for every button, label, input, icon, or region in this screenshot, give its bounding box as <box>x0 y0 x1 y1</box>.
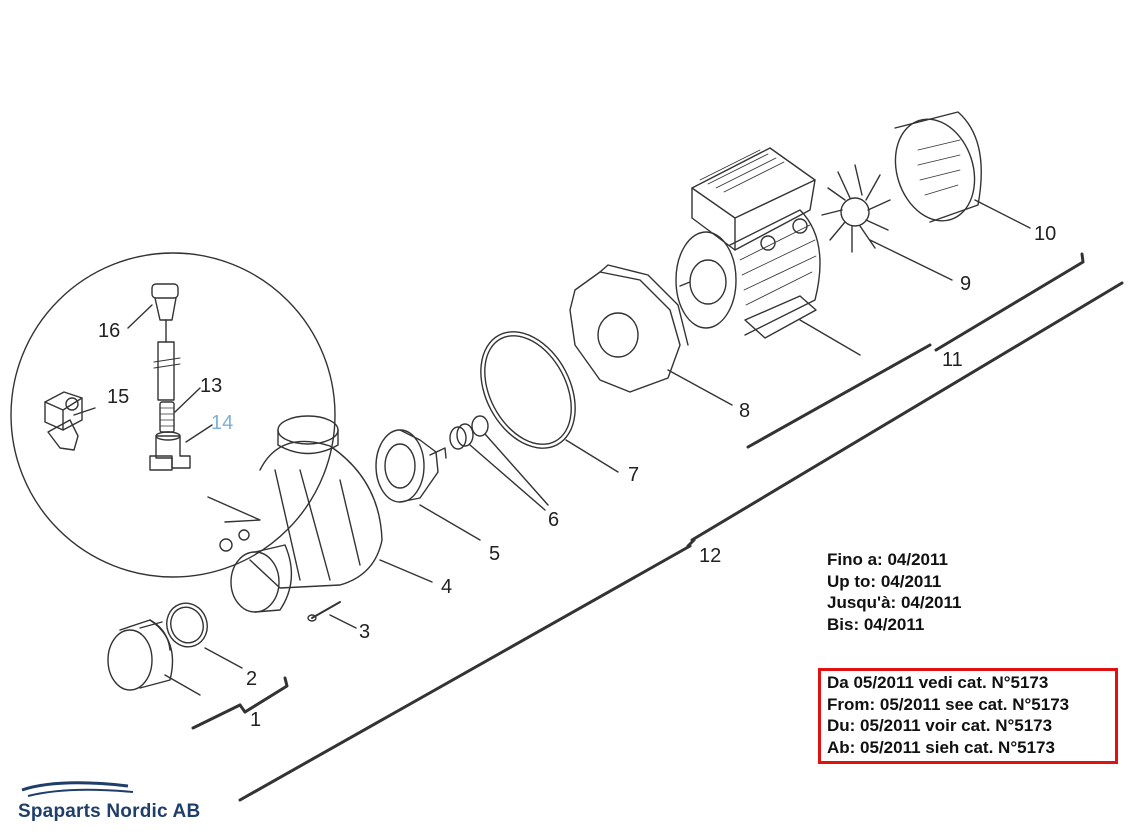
label-part-7: 7 <box>628 464 640 486</box>
part-11-motor <box>675 147 861 356</box>
bracket-12 <box>238 281 1124 802</box>
note-until: Fino a: 04/2011 Up to: 04/2011 Jusqu'à: … <box>827 549 961 635</box>
part-9-fan <box>821 164 953 281</box>
label-part-4: 4 <box>441 576 453 598</box>
label-part-12: 12 <box>699 545 722 567</box>
label-part-1: 1 <box>250 709 262 731</box>
part-6-seal <box>449 415 549 511</box>
part-8-plate <box>569 264 733 406</box>
part-15-solenoid <box>44 391 83 451</box>
note-until-fr: Jusqu'à: 04/2011 <box>827 593 962 612</box>
logo-text: Spaparts Nordic AB <box>18 801 201 822</box>
note-until-de: Bis: 04/2011 <box>827 614 925 634</box>
label-part-2: 2 <box>246 668 258 690</box>
label-part-9: 9 <box>960 273 972 295</box>
bracket-11 <box>746 252 1085 449</box>
label-part-14: 14 <box>211 412 234 434</box>
part-3-screw <box>307 601 357 629</box>
label-part-8: 8 <box>739 400 751 422</box>
part-7-oring <box>480 331 576 449</box>
label-part-3: 3 <box>359 621 371 643</box>
label-part-11: 11 <box>942 349 963 371</box>
note-from-de: Ab: 05/2011 sieh cat. N°5173 <box>827 737 1055 757</box>
part-4-housing <box>219 415 433 613</box>
note-from-it: Da 05/2011 vedi cat. N°5173 <box>827 673 1049 692</box>
label-part-13: 13 <box>200 375 223 397</box>
note-until-en: Up to: 04/2011 <box>827 571 942 591</box>
bracket-12-notch <box>686 538 696 548</box>
wave-icon <box>21 781 134 797</box>
company-logo: Spaparts Nordic AB <box>18 778 233 823</box>
note-until-it: Fino a: 04/2011 <box>827 550 948 569</box>
note-from: Da 05/2011 vedi cat. N°5173 From: 05/201… <box>827 672 1069 758</box>
note-from-en: From: 05/2011 see cat. N°5173 <box>827 694 1070 714</box>
label-part-5: 5 <box>489 543 501 565</box>
label-part-10: 10 <box>1034 223 1057 245</box>
detail-circle <box>10 252 336 578</box>
part-5-impeller <box>375 429 481 541</box>
note-from-box <box>818 668 1118 764</box>
label-part-16: 16 <box>98 320 121 342</box>
part-13-valve <box>159 401 175 433</box>
bracket-1 <box>191 676 289 730</box>
part-10-cover <box>894 111 1031 229</box>
part-14-tee <box>149 431 191 471</box>
part-2-oring <box>166 602 208 648</box>
label-part-15: 15 <box>107 386 130 408</box>
part-16-connector <box>151 283 181 401</box>
part-1-union <box>107 619 201 696</box>
note-from-fr: Du: 05/2011 voir cat. N°5173 <box>827 716 1053 735</box>
label-part-6: 6 <box>548 509 560 531</box>
